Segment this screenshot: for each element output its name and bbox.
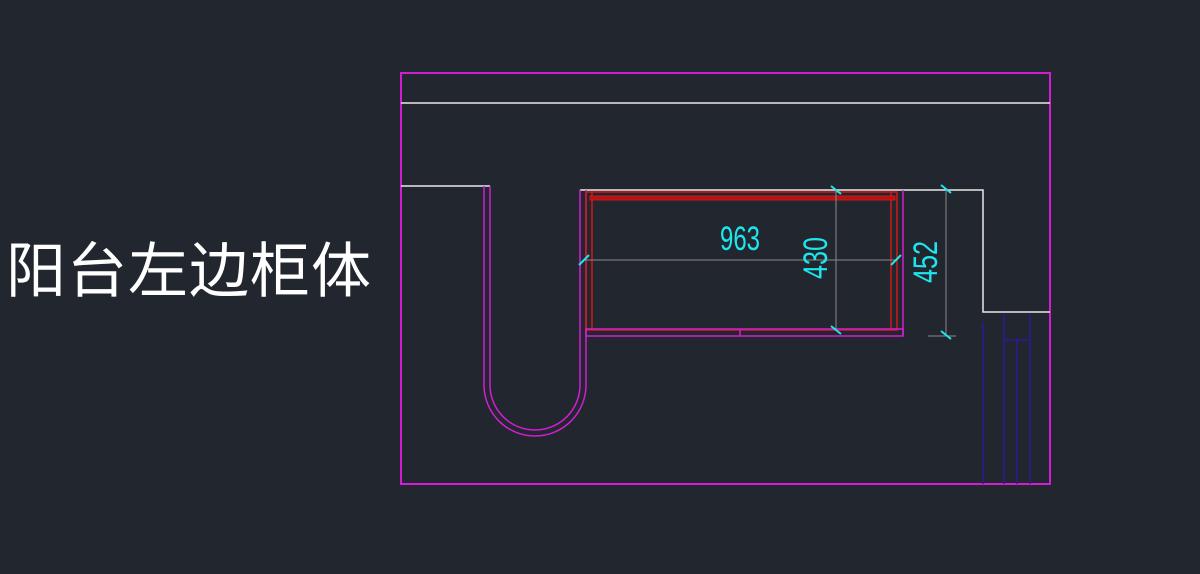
dimension-lines: [584, 188, 956, 337]
u-shaped-counter: [483, 186, 587, 437]
drawing-title: 阳台左边柜体: [6, 237, 372, 307]
wall-lines: [401, 102, 1050, 313]
cabinet: [585, 190, 904, 337]
door-lines: [982, 314, 1031, 484]
dimension-depth-outer-label: 452: [907, 241, 945, 283]
dimension-depth-inner-label: 430: [797, 237, 835, 279]
outer-boundary: [400, 72, 1051, 485]
dimension-width-label: 963: [720, 220, 760, 258]
dimension-ticks: [578, 184, 952, 340]
